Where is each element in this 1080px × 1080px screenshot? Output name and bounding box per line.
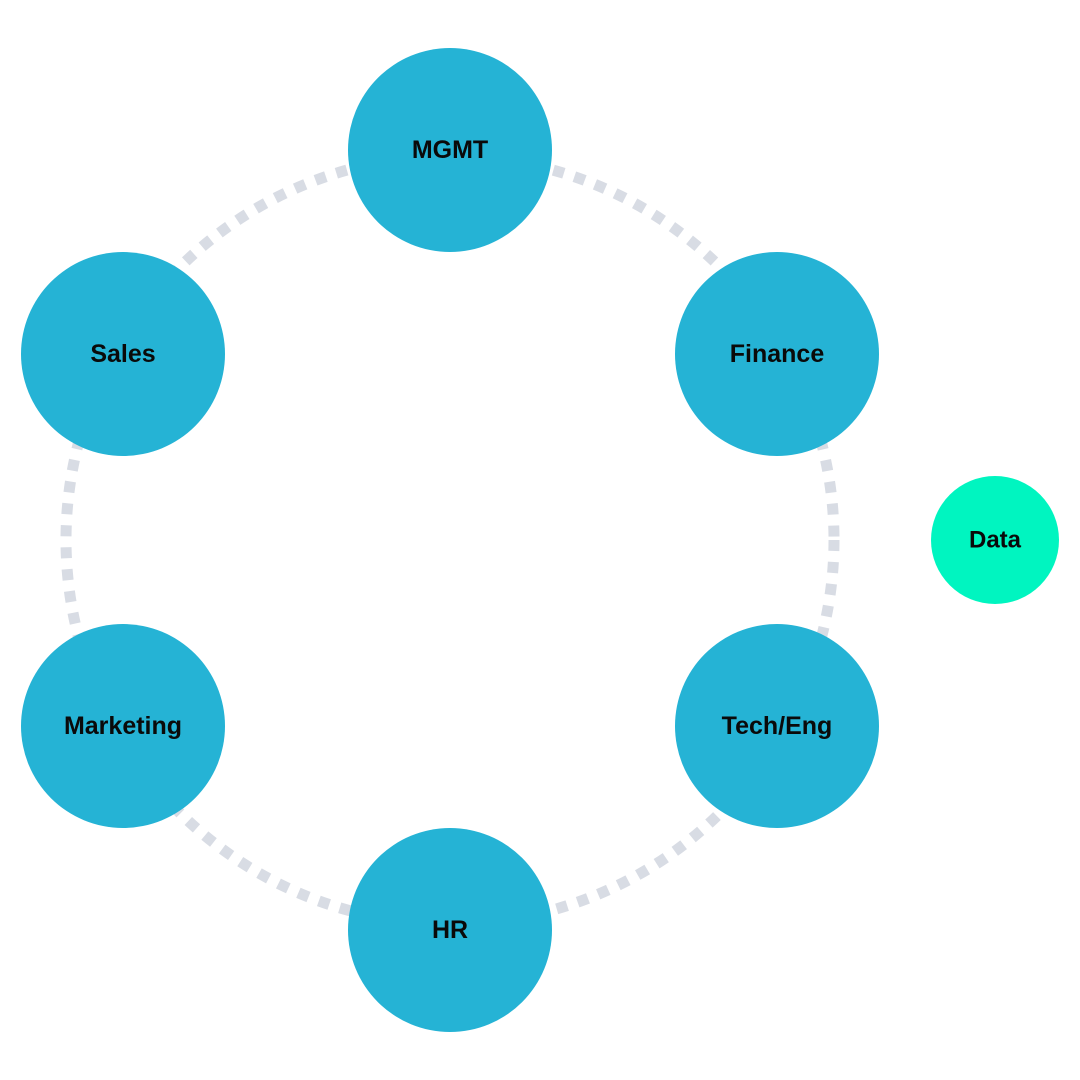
node-marketing: Marketing (21, 624, 225, 828)
node-tech-eng-label: Tech/Eng (722, 712, 833, 740)
node-hr-label: HR (432, 916, 468, 944)
node-finance-label: Finance (730, 340, 825, 368)
node-hr-circle (348, 828, 552, 1032)
node-marketing-circle (21, 624, 225, 828)
node-sales-label: Sales (90, 340, 155, 368)
node-mgmt-label: MGMT (412, 136, 488, 164)
node-tech-eng-circle (675, 624, 879, 828)
node-finance-circle (675, 252, 879, 456)
node-tech-eng: Tech/Eng (675, 624, 879, 828)
node-sales-circle (21, 252, 225, 456)
node-data: Data (931, 476, 1059, 604)
node-hr: HR (348, 828, 552, 1032)
node-data-label: Data (969, 527, 1022, 554)
node-finance: Finance (675, 252, 879, 456)
node-mgmt-circle (348, 48, 552, 252)
node-sales: Sales (21, 252, 225, 456)
node-marketing-label: Marketing (64, 712, 182, 740)
node-data-circle (931, 476, 1059, 604)
node-mgmt: MGMT (348, 48, 552, 252)
